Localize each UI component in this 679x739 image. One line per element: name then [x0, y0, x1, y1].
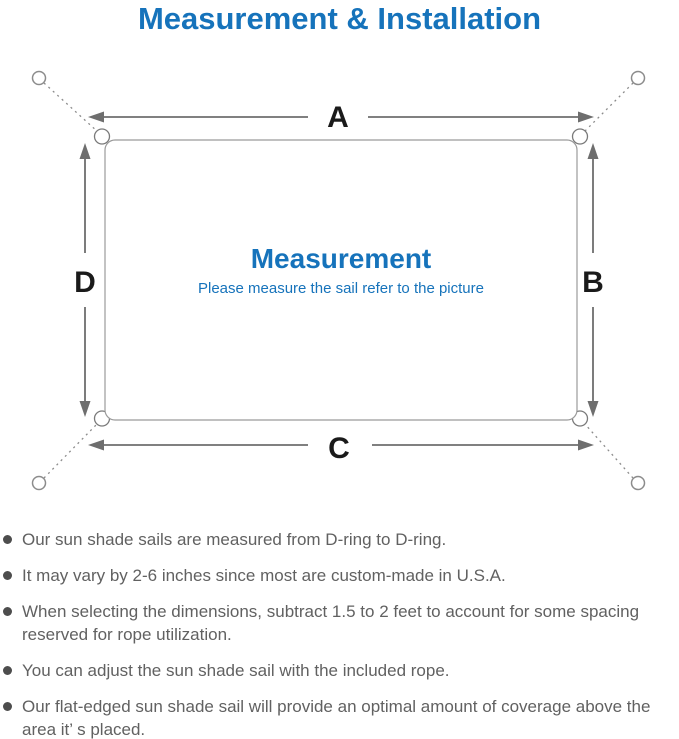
dimension-b: B [582, 143, 604, 417]
list-item: When selecting the dimensions, subtract … [3, 600, 673, 646]
page-title: Measurement & Installation [137, 1, 542, 36]
anchor-point-icon-top-right [630, 70, 646, 86]
list-item: Our sun shade sails are measured from D-… [3, 528, 673, 551]
arrow-left-icon [88, 439, 104, 451]
dimension-label-b: B [582, 266, 604, 299]
anchor-point-icon-bottom-left [31, 475, 47, 491]
arrow-down-icon [587, 401, 599, 417]
bullet-icon [3, 666, 12, 675]
measurement-diagram: A C D B Measurement Please meas [31, 70, 646, 491]
bullet-icon [3, 535, 12, 544]
rope-dash-line-bottom-right [583, 422, 634, 479]
note-text: It may vary by 2-6 inches since most are… [22, 566, 506, 585]
anchor-point-icon-bottom-right [630, 475, 646, 491]
rope-dash-line-bottom-left [43, 422, 99, 479]
bullet-icon [3, 607, 12, 616]
d-ring-icon-top-left [93, 128, 111, 145]
rope-dash-line-top-left [43, 82, 99, 133]
arrow-up-icon [79, 143, 91, 159]
bullet-icon [3, 702, 12, 711]
arrow-down-icon [79, 401, 91, 417]
anchor-point-icon-top-left [31, 70, 47, 86]
dimension-c: C [88, 432, 594, 465]
dimension-label-d: D [74, 266, 96, 299]
d-ring-icon-top-right [571, 128, 589, 145]
note-text: Our flat-edged sun shade sail will provi… [22, 697, 651, 739]
bullet-icon [3, 571, 12, 580]
arrow-right-icon [578, 111, 594, 123]
arrow-up-icon [587, 143, 599, 159]
list-item: Our flat-edged sun shade sail will provi… [3, 695, 673, 739]
list-item: It may vary by 2-6 inches since most are… [3, 564, 673, 587]
sail-outline [104, 139, 578, 421]
center-heading: Measurement [251, 243, 432, 274]
dimension-label-a: A [327, 101, 349, 134]
center-subheading: Please measure the sail refer to the pic… [198, 280, 484, 297]
arrow-right-icon [578, 439, 594, 451]
note-text: When selecting the dimensions, subtract … [22, 602, 640, 644]
note-text: Our sun shade sails are measured from D-… [22, 530, 447, 549]
arrow-left-icon [88, 111, 104, 123]
note-text: You can adjust the sun shade sail with t… [22, 661, 450, 680]
dimension-a: A [88, 101, 594, 134]
dimension-d: D [74, 143, 96, 417]
rope-dash-line-top-right [583, 82, 634, 133]
notes-list: Our sun shade sails are measured from D-… [3, 528, 673, 739]
list-item: You can adjust the sun shade sail with t… [3, 659, 673, 682]
dimension-label-c: C [328, 432, 350, 465]
